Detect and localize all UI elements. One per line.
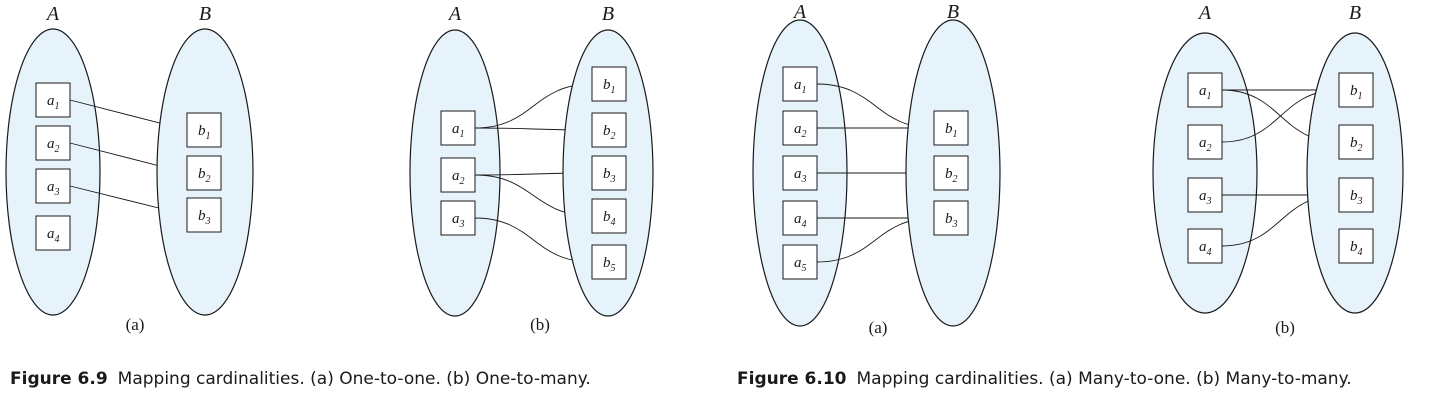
element-box-a4	[1187, 228, 1223, 264]
element-box-b2	[1338, 124, 1374, 160]
figure-number: Figure 6.9	[10, 369, 108, 389]
panel-label: (a)	[869, 318, 888, 337]
element-box-a2	[440, 157, 476, 193]
caption-text: Mapping cardinalities. (a) Many-to-one. …	[856, 369, 1352, 389]
element-box-b2	[186, 155, 222, 191]
panel-label: (a)	[126, 315, 145, 334]
set-label: A	[45, 3, 60, 25]
element-box-a3	[1187, 177, 1223, 213]
element-box-a1	[440, 110, 476, 146]
element-box-a2	[35, 125, 71, 161]
set-label: A	[792, 1, 807, 23]
element-box-b5	[591, 244, 627, 280]
set-label: B	[602, 3, 614, 25]
element-box-b1	[1338, 72, 1374, 108]
element-box-a3	[35, 168, 71, 204]
element-box-a5	[782, 244, 818, 280]
figure-caption-6-10: Figure 6.10 Mapping cardinalities. (a) Ma…	[737, 369, 1352, 389]
element-box-a4	[782, 200, 818, 236]
element-box-b1	[591, 66, 627, 102]
figure-caption-6-9: Figure 6.9 Mapping cardinalities. (a) One…	[10, 369, 591, 389]
element-box-b4	[591, 198, 627, 234]
element-box-a3	[782, 155, 818, 191]
element-box-a1	[782, 66, 818, 102]
element-box-b2	[591, 112, 627, 148]
element-box-b3	[186, 197, 222, 233]
element-box-b4	[1338, 228, 1374, 264]
element-box-a1	[1187, 72, 1223, 108]
element-box-a2	[1187, 124, 1223, 160]
element-box-b3	[591, 155, 627, 191]
panel-label: (b)	[1275, 318, 1295, 337]
set-label: B	[1349, 2, 1361, 24]
element-box-a2	[782, 110, 818, 146]
element-box-b2	[933, 155, 969, 191]
set-label: A	[1197, 2, 1212, 24]
panel-label: (b)	[530, 315, 550, 334]
element-box-b3	[1338, 177, 1374, 213]
set-label: B	[947, 1, 959, 23]
caption-text: Mapping cardinalities. (a) One-to-one. (…	[117, 369, 591, 389]
element-box-a1	[35, 82, 71, 118]
set-label: B	[199, 3, 211, 25]
element-box-b1	[186, 112, 222, 148]
set-b-ellipse	[1306, 32, 1404, 314]
figure-number: Figure 6.10	[737, 369, 847, 389]
element-box-a4	[35, 215, 71, 251]
set-label: A	[447, 3, 462, 25]
set-a-ellipse	[1152, 32, 1258, 314]
element-box-b3	[933, 200, 969, 236]
element-box-a3	[440, 200, 476, 236]
element-box-b1	[933, 110, 969, 146]
